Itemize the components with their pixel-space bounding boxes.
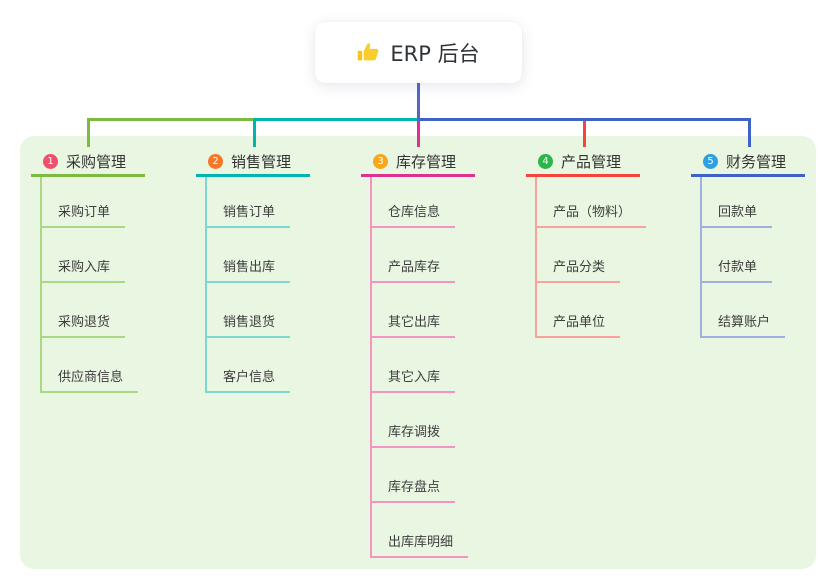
- branch-item[interactable]: 客户信息: [207, 338, 291, 393]
- branch-3: 3 库存管理仓库信息产品库存其它出库其它入库库存调拨库存盘点出库库明细: [361, 148, 475, 558]
- branch-number-badge: 4: [538, 153, 553, 169]
- root-node[interactable]: ERP 后台: [315, 22, 522, 83]
- branch-title: 财务管理: [726, 152, 787, 171]
- branch-item[interactable]: 其它入库: [372, 338, 456, 393]
- branch-item[interactable]: 产品库存: [372, 228, 456, 283]
- branch-items: 回款单付款单结算账户: [700, 177, 786, 338]
- root-title: ERP 后台: [390, 41, 480, 66]
- edge-segment-branch-5: [418, 118, 751, 121]
- branch-item[interactable]: 产品单位: [537, 283, 621, 338]
- edge-drop-branch-5: [748, 118, 751, 147]
- branch-item[interactable]: 结算账户: [702, 283, 786, 338]
- branch-item[interactable]: 库存调拨: [372, 393, 456, 448]
- branch-item[interactable]: 库存盘点: [372, 448, 456, 503]
- branch-item[interactable]: 回款单: [702, 177, 773, 228]
- edge-segment-branch-2: [253, 118, 420, 121]
- branch-2-header[interactable]: 2 销售管理: [196, 148, 310, 177]
- branch-item[interactable]: 采购入库: [42, 228, 126, 283]
- branch-5-header[interactable]: 5 财务管理: [691, 148, 805, 177]
- branch-2: 2 销售管理销售订单销售出库销售退货客户信息: [196, 148, 310, 393]
- branch-title: 库存管理: [396, 152, 457, 171]
- branch-items: 仓库信息产品库存其它出库其它入库库存调拨库存盘点出库库明细: [370, 177, 469, 558]
- edge-drop-branch-2: [253, 118, 256, 147]
- branch-title: 销售管理: [231, 152, 292, 171]
- branch-item[interactable]: 销售退货: [207, 283, 291, 338]
- branch-item[interactable]: 仓库信息: [372, 177, 456, 228]
- branch-title: 产品管理: [561, 152, 622, 171]
- branch-item[interactable]: 产品（物料）: [537, 177, 647, 228]
- branch-item[interactable]: 付款单: [702, 228, 773, 283]
- branch-title: 采购管理: [66, 152, 127, 171]
- branch-item[interactable]: 销售出库: [207, 228, 291, 283]
- branch-1: 1 采购管理采购订单采购入库采购退货供应商信息: [31, 148, 145, 393]
- edge-drop-branch-3: [417, 121, 420, 147]
- branch-4-header[interactable]: 4 产品管理: [526, 148, 640, 177]
- branches-panel-background: [20, 136, 816, 569]
- branch-number-badge: 3: [373, 153, 388, 169]
- branch-item[interactable]: 供应商信息: [42, 338, 139, 393]
- edge-drop-branch-1: [87, 118, 90, 147]
- branch-item[interactable]: 采购订单: [42, 177, 126, 228]
- branch-item[interactable]: 销售订单: [207, 177, 291, 228]
- branch-5: 5 财务管理回款单付款单结算账户: [691, 148, 805, 338]
- branch-item[interactable]: 出库库明细: [372, 503, 469, 558]
- branch-item[interactable]: 其它出库: [372, 283, 456, 338]
- branch-item[interactable]: 采购退货: [42, 283, 126, 338]
- branch-items: 采购订单采购入库采购退货供应商信息: [40, 177, 139, 393]
- branch-items: 销售订单销售出库销售退货客户信息: [205, 177, 291, 393]
- edge-root-drop: [417, 83, 420, 121]
- branch-number-badge: 1: [43, 153, 58, 169]
- branch-number-badge: 5: [703, 153, 718, 169]
- edge-drop-branch-4: [583, 121, 586, 147]
- branch-number-badge: 2: [208, 153, 223, 169]
- edge-segment-branch-1: [87, 118, 256, 121]
- thumbs-up-icon: [357, 41, 380, 64]
- branch-1-header[interactable]: 1 采购管理: [31, 148, 145, 177]
- branch-4: 4 产品管理产品（物料）产品分类产品单位: [526, 148, 647, 338]
- branch-item[interactable]: 产品分类: [537, 228, 621, 283]
- branch-items: 产品（物料）产品分类产品单位: [535, 177, 647, 338]
- branch-3-header[interactable]: 3 库存管理: [361, 148, 475, 177]
